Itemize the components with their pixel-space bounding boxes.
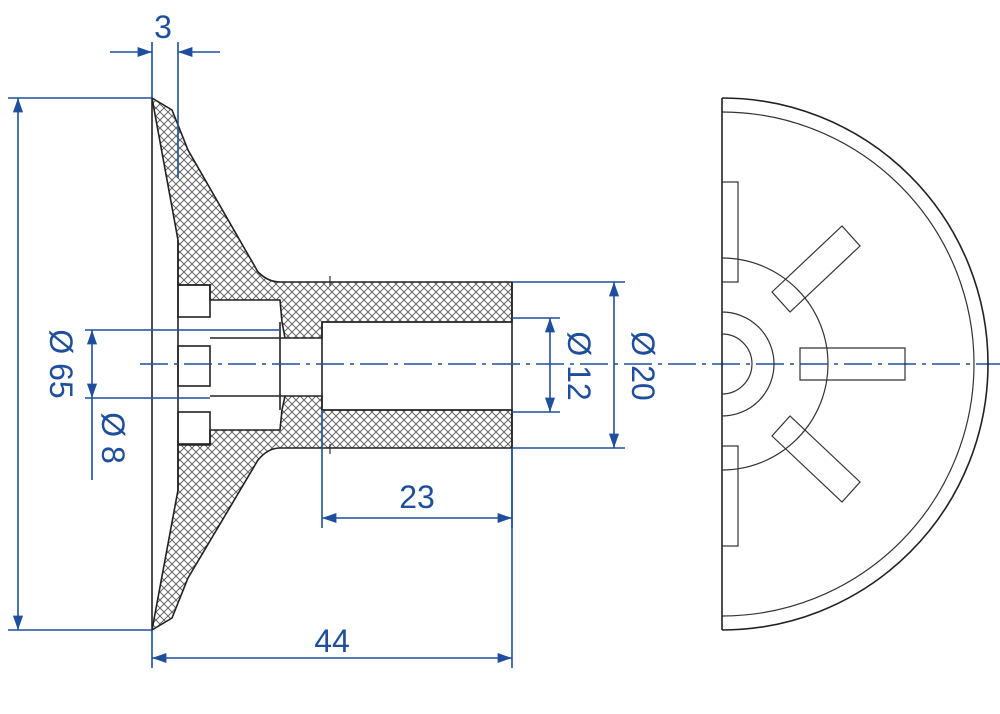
end-view-rib-lower [771,415,861,503]
flange-slot-middle [177,345,211,387]
section-hatch-lower [150,395,513,632]
dimension-text-bore-diameter: Ø 12 [561,331,597,400]
section-view [150,96,513,632]
dimension-small-diameter: Ø 8 [85,329,280,480]
dimension-bore-depth: 23 [321,410,513,528]
dimension-flange-thickness: 3 [110,9,220,178]
dimension-text-hub-diameter: Ø 20 [625,331,661,400]
end-view-hub-ring [721,257,829,471]
dimension-outer-diameter: Ø 65 [8,97,152,631]
end-view-slot-top [721,181,739,283]
end-view-bore-inner [721,333,753,395]
end-view-inner-arc [721,111,975,617]
flange-slot-top [177,284,211,318]
dimension-text-flange-thickness: 3 [154,9,172,45]
end-view-rib-upper [771,225,861,313]
section-hatch-upper [150,96,513,339]
end-view-rib-middle [799,347,906,381]
dimension-bore-diameter: Ø 12 [512,317,597,413]
end-view-bore-outer [721,311,775,417]
dimension-text-outer-diameter: Ø 65 [43,329,79,398]
end-view-outer-arc [721,97,989,631]
dimension-text-small-diameter: Ø 8 [95,412,131,464]
flange-slot-bottom [177,411,211,445]
end-view-slot-bottom [721,445,739,547]
dimension-text-overall-length: 44 [314,623,350,659]
dimension-hub-diameter: Ø 20 [512,281,661,449]
dimension-overall-length: 44 [151,448,513,668]
dimension-text-bore-depth: 23 [399,479,435,515]
end-view [721,97,989,631]
